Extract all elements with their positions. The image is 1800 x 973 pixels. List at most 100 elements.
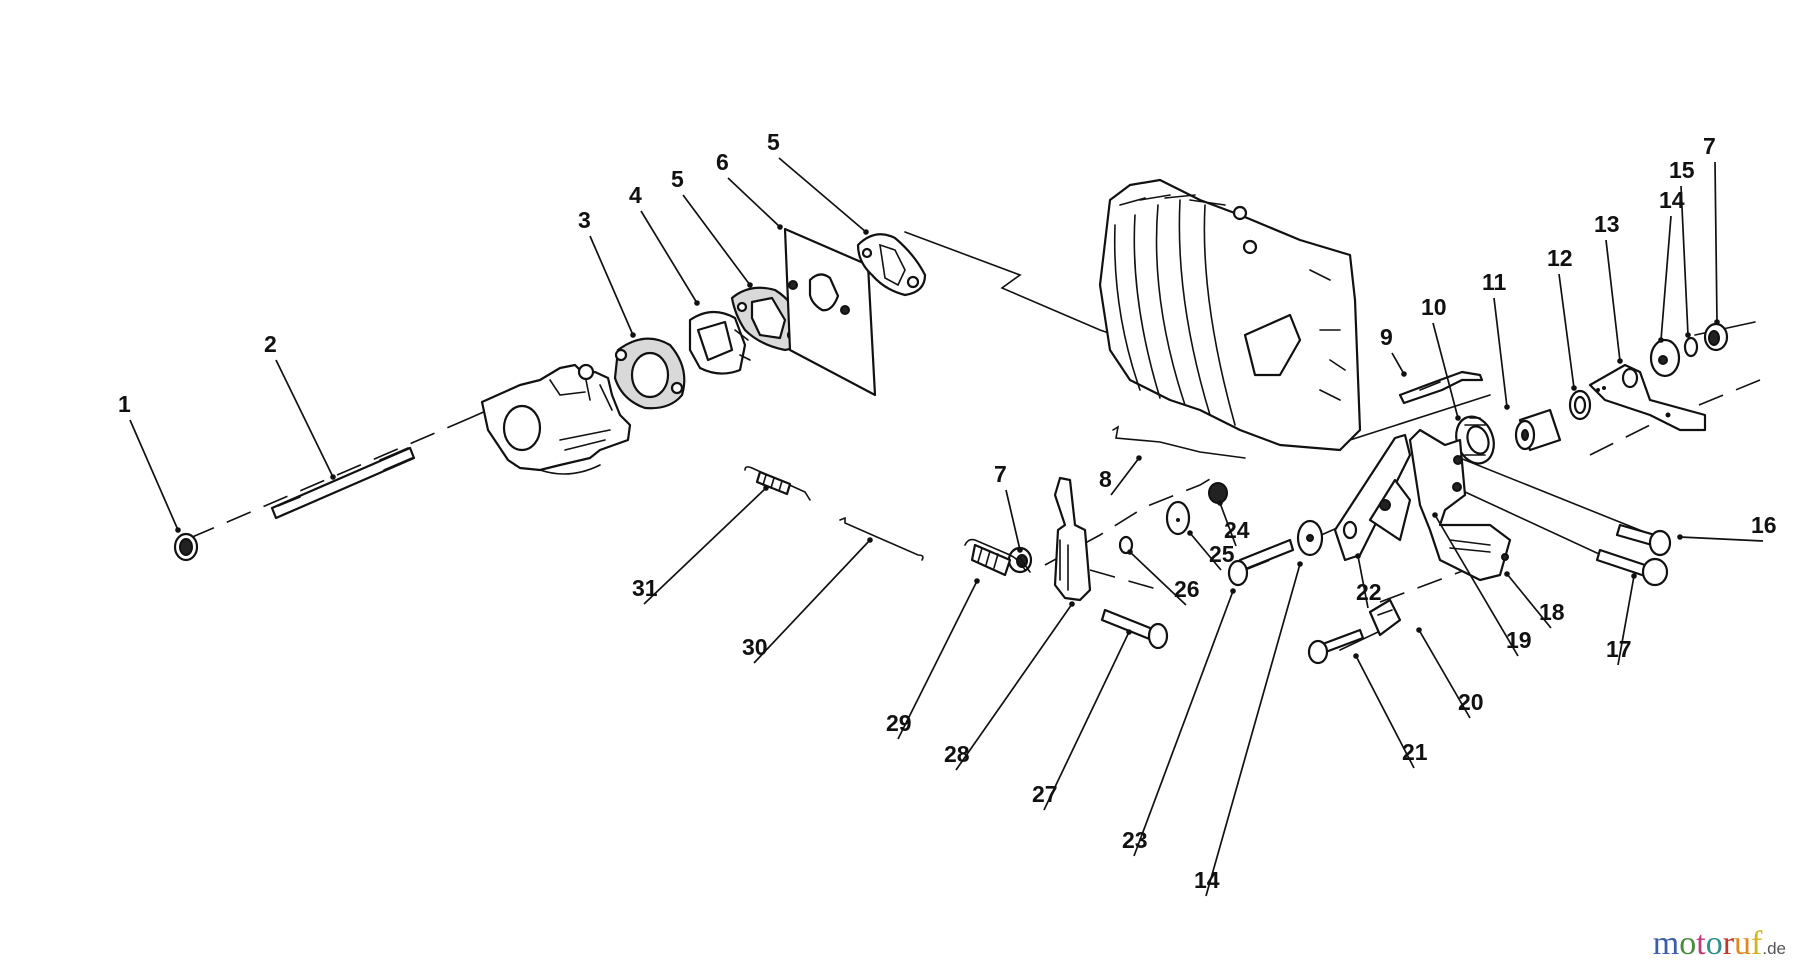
leader-dot [1136, 455, 1142, 461]
part-25-washer[interactable] [1165, 500, 1191, 536]
callout-label-2[interactable]: 2 [264, 331, 277, 357]
watermark-letter: o [1679, 925, 1697, 962]
callout-label-18[interactable]: 18 [1539, 599, 1565, 625]
callout-label-14[interactable]: 14 [1659, 187, 1685, 213]
part-9-shaft[interactable] [1398, 370, 1484, 405]
leader-line-27 [1043, 631, 1130, 811]
leader-line-20 [1418, 629, 1471, 719]
callout-label-3[interactable]: 3 [578, 207, 591, 233]
part-12-washer[interactable] [1568, 389, 1592, 421]
part-23-screw[interactable] [1227, 538, 1295, 587]
callout-label-31[interactable]: 31 [632, 575, 658, 601]
part-8-link[interactable] [1112, 425, 1246, 459]
watermark-logo: motoruf.de [1653, 925, 1786, 963]
callout-label-7[interactable]: 7 [1703, 133, 1716, 159]
part-2-stud[interactable] [270, 446, 416, 520]
part-28-lever[interactable] [1053, 476, 1092, 602]
part-14-washer-a[interactable] [1649, 338, 1681, 378]
callout-label-14[interactable]: 14 [1194, 867, 1220, 893]
callout-label-4[interactable]: 4 [629, 182, 642, 208]
leader-line-31 [643, 487, 767, 605]
callout-label-15[interactable]: 15 [1669, 157, 1695, 183]
leader-dot [777, 224, 783, 230]
part-3-gasket[interactable] [613, 337, 686, 410]
leader-dot [867, 537, 873, 543]
watermark-letter: r [1722, 925, 1735, 962]
callout-label-24[interactable]: 24 [1224, 517, 1250, 543]
callout-label-5[interactable]: 5 [767, 129, 780, 155]
callout-label-21[interactable]: 21 [1402, 739, 1428, 765]
part-5-gasket-b[interactable] [856, 233, 927, 297]
watermark-brand: motoruf [1653, 925, 1763, 962]
callout-label-11[interactable]: 11 [1482, 269, 1507, 295]
part-7-nut-a[interactable] [1703, 322, 1729, 352]
part-16-screw[interactable] [1615, 523, 1672, 557]
engine-block[interactable] [1098, 178, 1362, 452]
leader-dot [1353, 653, 1359, 659]
callout-label-20[interactable]: 20 [1458, 689, 1484, 715]
part-10-spring[interactable] [1450, 411, 1500, 468]
part-17-screw[interactable] [1595, 548, 1669, 587]
watermark-letter: u [1734, 925, 1752, 962]
callout-label-25[interactable]: 25 [1209, 541, 1235, 567]
part-19-clamp[interactable] [1379, 499, 1391, 511]
part-4-spacer[interactable] [688, 310, 751, 375]
leader-dot [1297, 561, 1303, 567]
part-15-lock-washer[interactable] [1683, 336, 1699, 358]
callout-label-29[interactable]: 29 [886, 710, 912, 736]
leader-dot [1401, 371, 1407, 377]
callout-label-30[interactable]: 30 [742, 634, 768, 660]
callout-label-8[interactable]: 8 [1099, 466, 1112, 492]
carburetor-body[interactable] [480, 363, 632, 475]
part-29-spring[interactable] [964, 538, 1031, 577]
leader-dot [694, 300, 700, 306]
callout-label-22[interactable]: 22 [1356, 579, 1382, 605]
callout-label-17[interactable]: 17 [1606, 636, 1632, 662]
leader-dot [1617, 358, 1623, 364]
callout-label-5[interactable]: 5 [671, 166, 684, 192]
part-24-bushing[interactable] [1208, 482, 1228, 504]
leader-dot [1127, 549, 1133, 555]
watermark-letter: o [1705, 925, 1723, 962]
part-14-washer-b[interactable] [1296, 519, 1324, 557]
watermark-suffix: .de [1762, 939, 1786, 958]
part-11-bushing[interactable] [1514, 408, 1562, 452]
leader-line-22 [1357, 555, 1369, 609]
leader-dot [1126, 629, 1132, 635]
callout-label-23[interactable]: 23 [1122, 827, 1148, 853]
part-6-plate[interactable] [783, 227, 877, 397]
part-5-gasket-a[interactable] [730, 286, 807, 352]
part-21-screw[interactable] [1307, 628, 1365, 665]
callout-label-27[interactable]: 27 [1032, 781, 1058, 807]
callout-label-16[interactable]: 16 [1751, 512, 1777, 538]
part-1-nut[interactable] [173, 532, 199, 562]
part-22-bracket[interactable] [1333, 433, 1412, 562]
leader-line-4 [640, 210, 698, 304]
part-27-screw[interactable] [1100, 608, 1169, 650]
leader-line-14 [1205, 563, 1301, 897]
callout-label-26[interactable]: 26 [1174, 576, 1200, 602]
callout-label-6[interactable]: 6 [716, 149, 729, 175]
leader-dot [1416, 627, 1422, 633]
part-13-lever[interactable] [1588, 363, 1707, 432]
part-26-washer[interactable] [1118, 535, 1134, 555]
callout-label-12[interactable]: 12 [1547, 245, 1573, 271]
callout-label-1[interactable]: 1 [118, 391, 131, 417]
callout-label-19[interactable]: 19 [1506, 627, 1532, 653]
part-30-link[interactable] [839, 516, 924, 561]
callout-label-9[interactable]: 9 [1380, 324, 1393, 350]
leader-dot [1658, 337, 1664, 343]
part-31-spring[interactable] [744, 466, 811, 501]
leader-dot [1017, 547, 1023, 553]
leader-line-16 [1679, 536, 1764, 542]
watermark-letter: t [1696, 925, 1706, 962]
callout-label-10[interactable]: 10 [1421, 294, 1447, 320]
callout-label-28[interactable]: 28 [944, 741, 970, 767]
part-20-clamp[interactable] [1368, 598, 1402, 637]
leader-dot [974, 578, 980, 584]
part-18-bracket[interactable] [1408, 428, 1512, 582]
callout-label-13[interactable]: 13 [1594, 211, 1620, 237]
leader-dot [175, 527, 181, 533]
callout-label-7[interactable]: 7 [994, 461, 1007, 487]
